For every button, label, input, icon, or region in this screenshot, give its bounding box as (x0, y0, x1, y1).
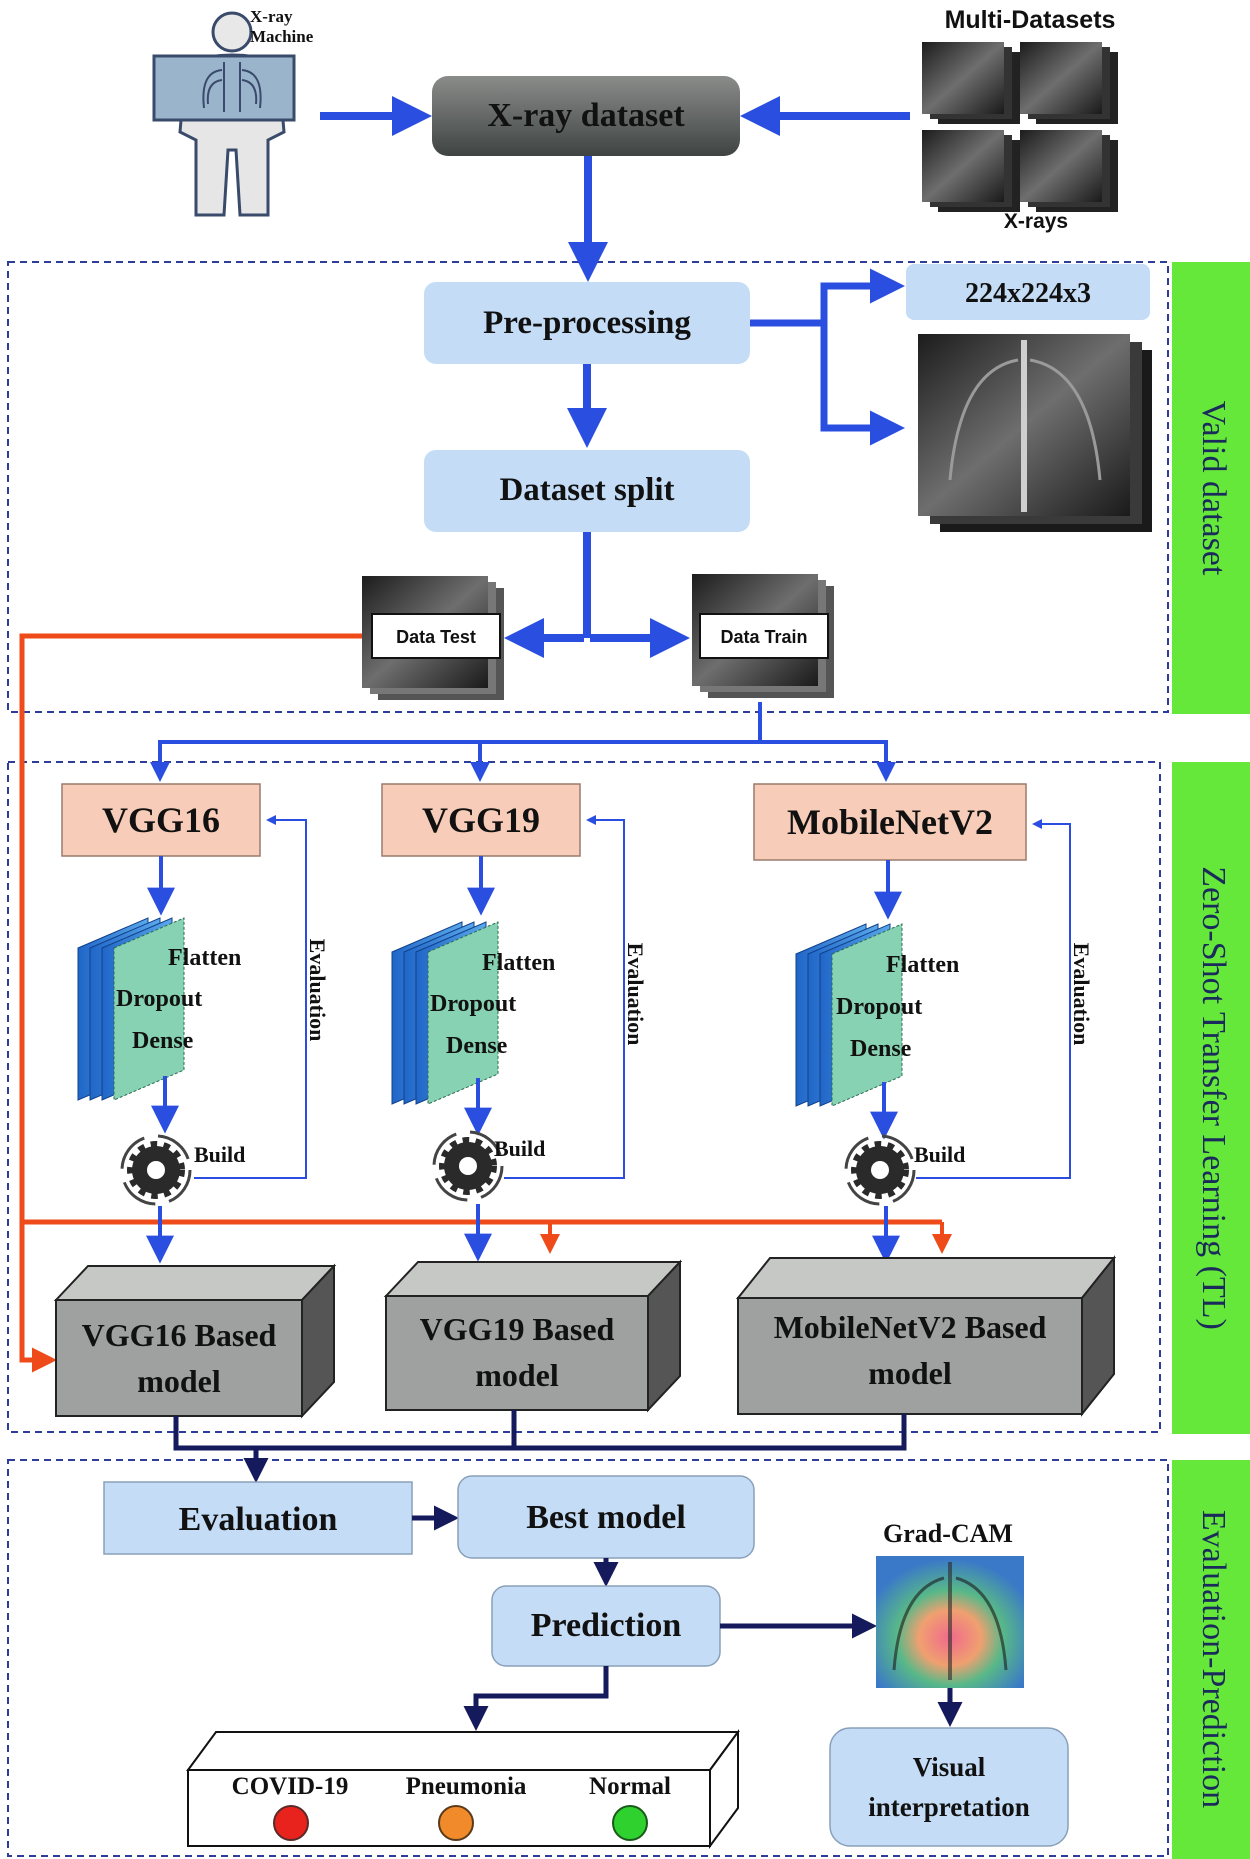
xray-machine-illustration: X-ray Machine (152, 7, 314, 217)
based-model-label-mobilenetv2-1: MobileNetV2 Based (774, 1309, 1047, 1345)
based-model-box-vgg19: VGG19 Based model (383, 1259, 683, 1413)
class-label-normal: Normal (589, 1773, 671, 1800)
evaluation-loop-label-vgg16: Evaluation (305, 939, 330, 1042)
dataset-split-box (424, 450, 750, 532)
gradcam-heatmap-image (876, 1556, 1024, 1688)
layer-dropout-vgg19: Dropout (430, 991, 516, 1017)
model-column-vgg16: VGG16 Flatten Dropout Dense Build Evalua… (61, 783, 330, 1264)
size-label: 224x224x3 (965, 278, 1091, 309)
based-model-box-vgg16: VGG16 Based model (53, 1263, 337, 1419)
data-test-box (371, 613, 501, 659)
based-model-label-vgg19-2: model (475, 1357, 559, 1393)
layer-stack-icon (391, 921, 499, 1105)
visual-interpretation-label-2: interpretation (868, 1792, 1029, 1822)
gradcam-title: Grad-CAM (883, 1519, 1013, 1548)
model-box-vgg16 (61, 783, 261, 857)
model-box-vgg19 (381, 783, 581, 857)
class-label-covid: COVID-19 (232, 1773, 349, 1800)
multi-datasets-title: Multi-Datasets (945, 6, 1116, 34)
size-box (906, 264, 1150, 320)
visual-interpretation-label-1: Visual (913, 1752, 986, 1782)
layer-flatten-mobilenetv2: Flatten (886, 952, 959, 978)
xray-machine-label-2: Machine (250, 27, 314, 46)
build-label-vgg16: Build (194, 1142, 245, 1167)
xray-dataset-label: X-ray dataset (487, 97, 685, 134)
based-model-box-mobilenetv2: MobileNetV2 Based model (735, 1255, 1117, 1417)
build-gear-icon (120, 1134, 192, 1206)
based-model-label-vgg19-1: VGG19 Based (420, 1311, 615, 1347)
based-model-label-mobilenetv2-2: model (868, 1355, 952, 1391)
data-train-box (699, 613, 829, 659)
model-box-mobilenetv2 (753, 783, 1027, 861)
based-model-label-vgg16-1: VGG16 Based (82, 1317, 277, 1353)
xray-machine-label-1: X-ray (250, 7, 293, 26)
preprocessed-xray-image (918, 334, 1152, 532)
based-model-label-vgg16-2: model (137, 1363, 221, 1399)
evaluation-loop-label-vgg19: Evaluation (623, 943, 648, 1046)
section-label-tl: Zero-Shot Transfer Learning (TL) (1195, 866, 1232, 1330)
preprocessing-label: Pre-processing (483, 305, 691, 341)
class-dot-covid (273, 1805, 309, 1841)
layer-dense-mobilenetv2: Dense (850, 1036, 912, 1062)
layer-dense-vgg19: Dense (446, 1033, 508, 1059)
layer-dense-vgg16: Dense (132, 1028, 194, 1054)
layer-dropout-vgg16: Dropout (116, 986, 202, 1012)
evaluation-box (103, 1481, 413, 1555)
build-gear-icon (844, 1134, 916, 1206)
side-band-eval (1172, 1460, 1250, 1859)
class-dot-normal (612, 1805, 648, 1841)
data-test-label: Data Test (396, 627, 476, 647)
evaluation-loop-label-mobilenetv2: Evaluation (1069, 943, 1094, 1046)
class-dot-pneumonia (438, 1805, 474, 1841)
model-label-vgg19: VGG19 (422, 800, 540, 840)
model-label-vgg16: VGG16 (102, 800, 220, 840)
layer-flatten-vgg19: Flatten (482, 950, 555, 976)
data-train-label: Data Train (720, 627, 807, 647)
preprocessing-box (424, 282, 750, 364)
layer-flatten-vgg16: Flatten (168, 945, 241, 971)
visual-interpretation-box (829, 1727, 1069, 1847)
section-border-eval (7, 1459, 1169, 1857)
multi-dataset-xrays-image (922, 42, 1118, 212)
side-band-valid (1172, 262, 1250, 714)
layer-dropout-mobilenetv2: Dropout (836, 994, 922, 1020)
xrays-label: X-rays (1004, 210, 1068, 233)
evaluation-label: Evaluation (179, 1501, 338, 1538)
class-label-pneumonia: Pneumonia (406, 1773, 527, 1800)
build-gear-icon (432, 1130, 504, 1202)
best-model-label: Best model (526, 1499, 686, 1536)
layer-stack-icon (795, 923, 903, 1107)
section-label-valid: Valid dataset (1195, 401, 1232, 576)
layer-stack-icon (77, 917, 185, 1101)
section-label-eval: Evaluation-Prediction (1195, 1510, 1232, 1808)
model-label-mobilenetv2: MobileNetV2 (787, 802, 993, 842)
side-band-tl (1172, 762, 1250, 1434)
dataset-split-label: Dataset split (499, 472, 674, 508)
xray-dataset-box (432, 76, 740, 156)
build-label-vgg19: Build (494, 1136, 545, 1161)
section-border-tl (7, 761, 1161, 1433)
model-column-vgg19: VGG19 Flatten Dropout Dense Build Evalua… (381, 783, 648, 1262)
prediction-label: Prediction (531, 1607, 682, 1644)
model-column-mobilenetv2: MobileNetV2 Flatten Dropout Dense Build … (753, 783, 1094, 1264)
build-label-mobilenetv2: Build (914, 1142, 965, 1167)
